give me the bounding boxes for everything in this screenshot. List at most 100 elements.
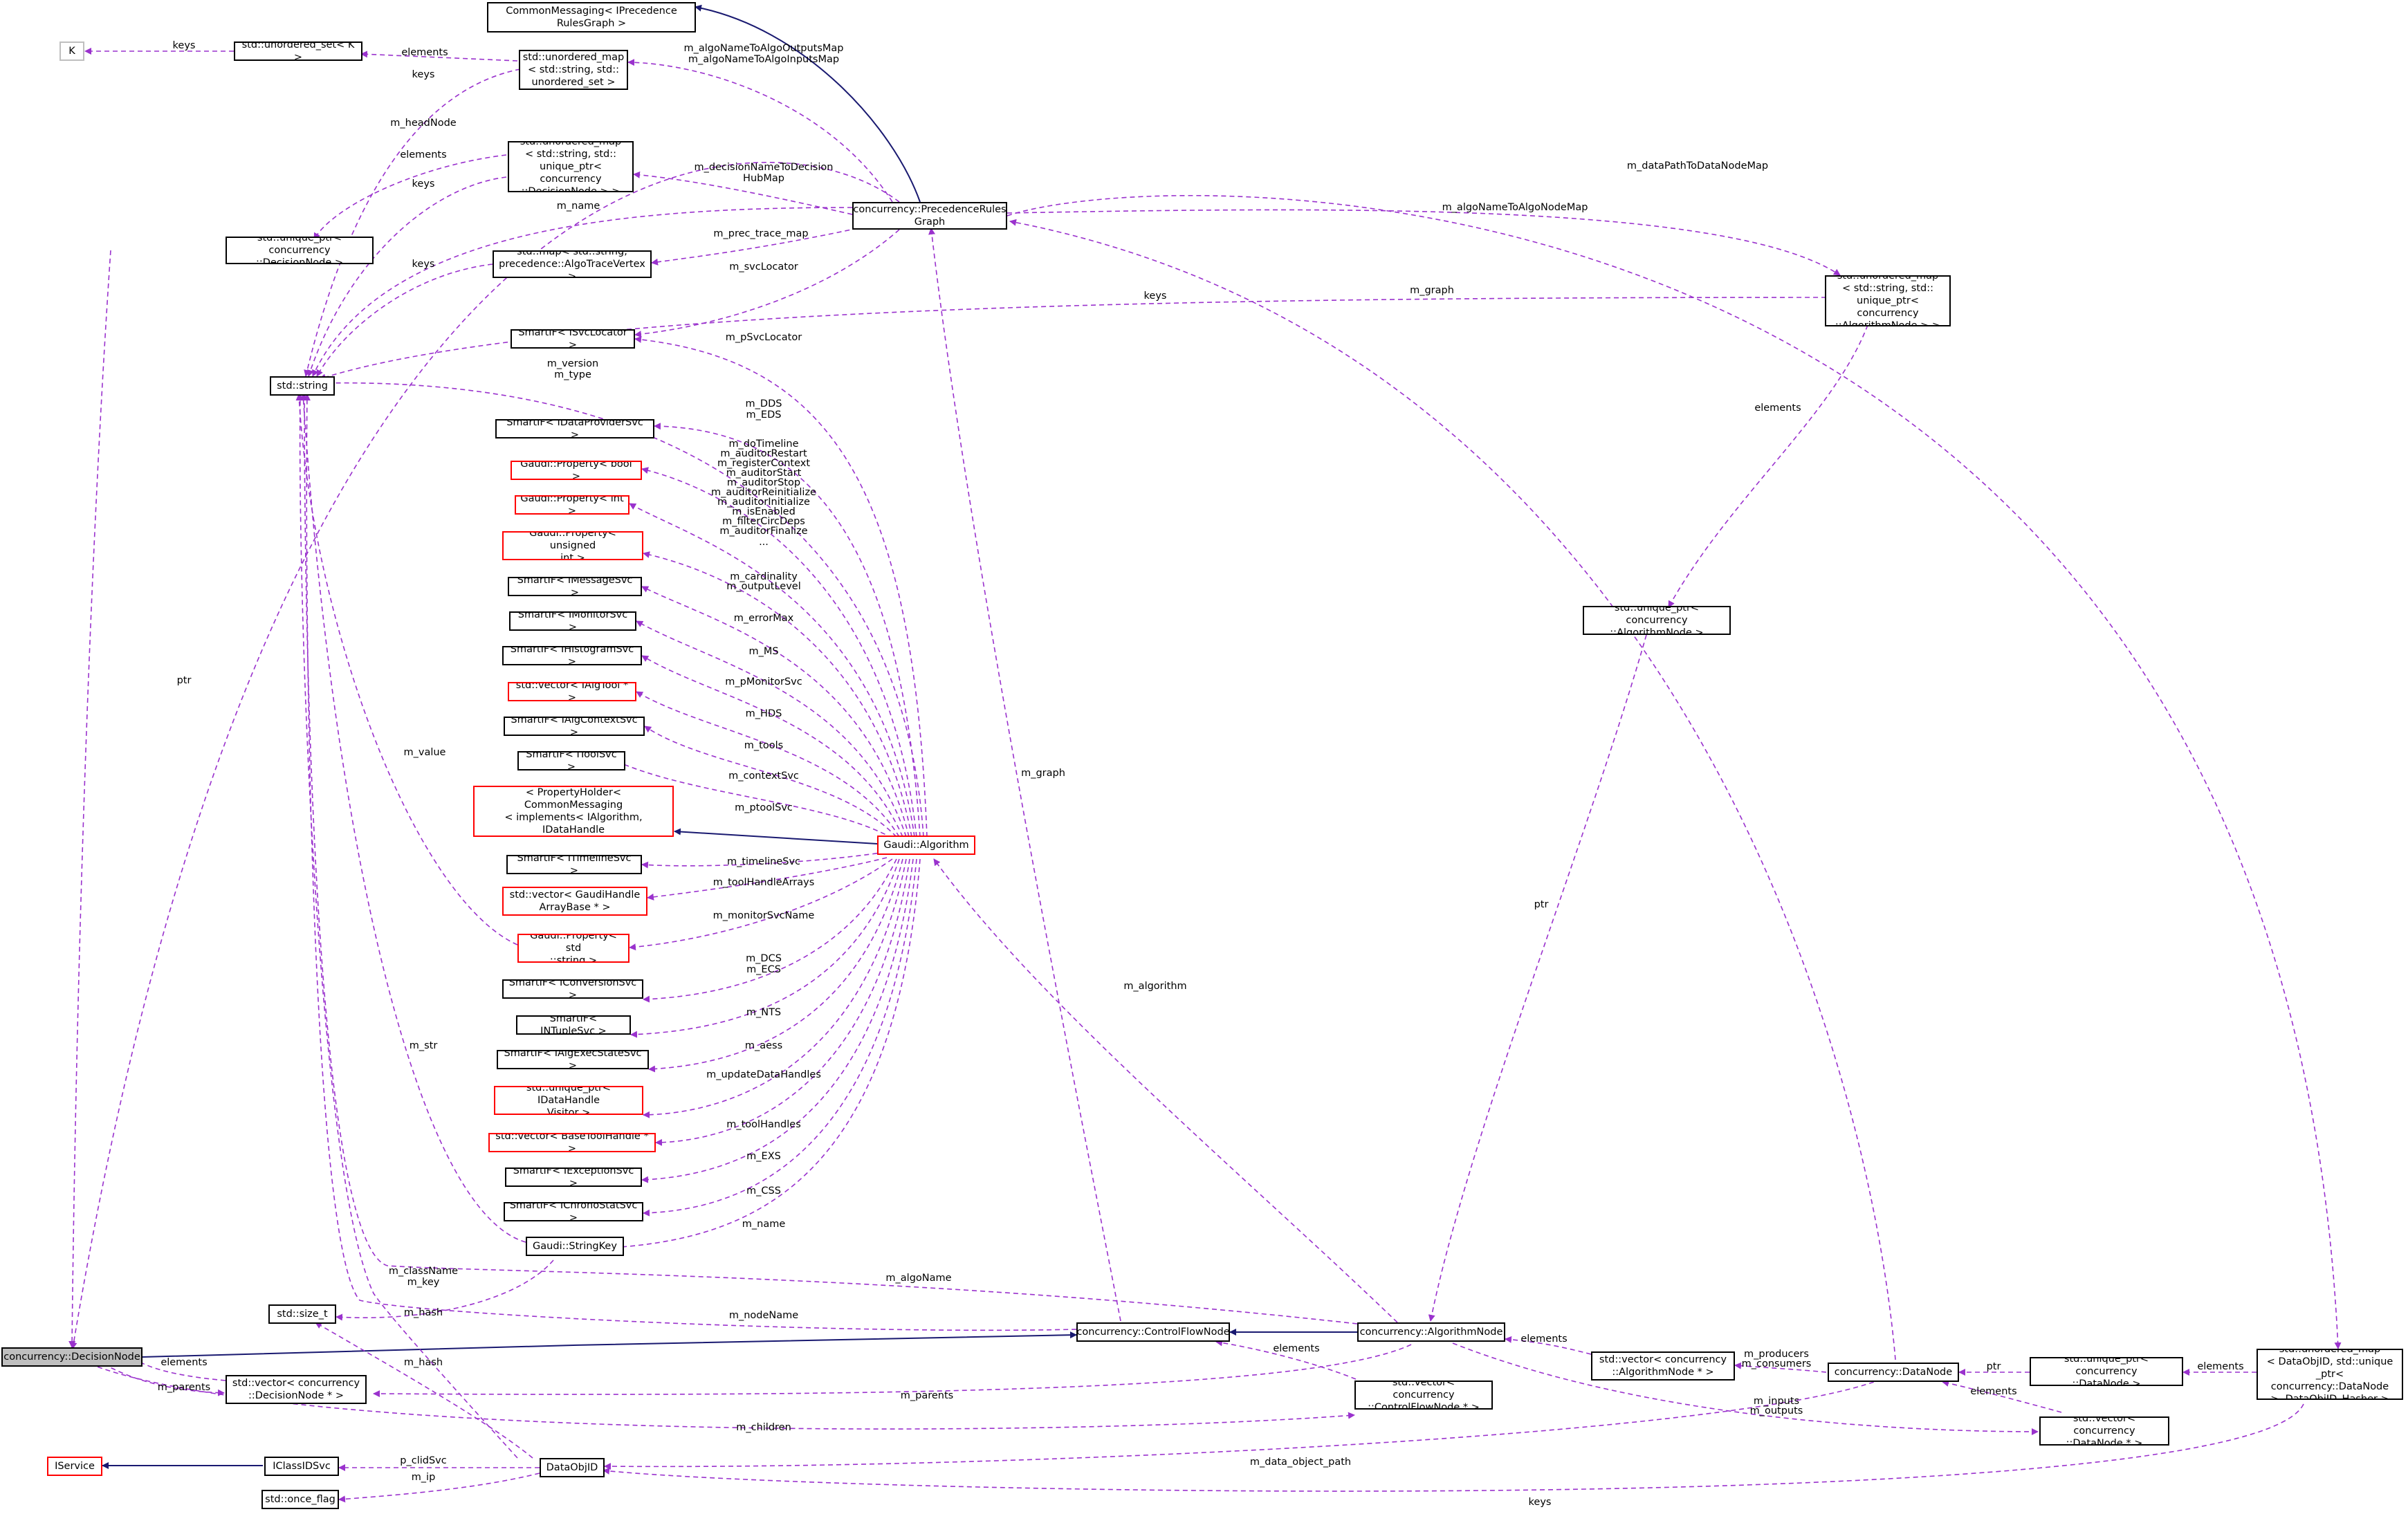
label-classname-2: m_key bbox=[407, 1277, 440, 1288]
node-property-bool[interactable]: Gaudi::Property< bool > bbox=[511, 461, 642, 480]
label-m-graph-umap: m_graph bbox=[1410, 285, 1454, 296]
edge-algorithm-dhhb bbox=[674, 828, 878, 844]
label-ptr-uptr-dn: ptr bbox=[1987, 1361, 2001, 1372]
node-histogram-svc[interactable]: SmartIF< IHistogramSvc > bbox=[502, 646, 642, 665]
label-algoname-node: m_algoNameToAlgoNodeMap bbox=[1442, 202, 1588, 213]
edge-prop_str-string bbox=[295, 394, 518, 945]
label-aess: m_aess bbox=[745, 1040, 782, 1051]
label-elements-umap-alg: elements bbox=[1754, 403, 1801, 414]
node-data-provider-svc[interactable]: SmartIF< IDataProviderSvc > bbox=[495, 419, 654, 438]
edge-prg-commonmsg bbox=[695, 4, 921, 203]
node-exception-svc[interactable]: SmartIF< IExceptionSvc > bbox=[505, 1167, 642, 1187]
edge-stringkey-string bbox=[300, 394, 526, 1243]
label-toolhandlearrays: m_toolHandleArrays bbox=[713, 877, 815, 888]
node-vector-gaudi-handle[interactable]: std::vector< GaudiHandle ArrayBase * > bbox=[502, 887, 647, 916]
node-vector-algtool[interactable]: std::vector< IAlgTool * > bbox=[508, 682, 636, 701]
edge-algorithm-timeline bbox=[641, 851, 886, 869]
node-property-uint[interactable]: Gaudi::Property< unsigned int > bbox=[502, 531, 643, 560]
edge-algorithm-conv bbox=[643, 858, 897, 1003]
node-data-node[interactable]: concurrency::DataNode bbox=[1828, 1363, 1959, 1382]
label-datapath: m_dataPathToDataNodeMap bbox=[1627, 160, 1768, 172]
node-property-string[interactable]: Gaudi::Property< std ::string > bbox=[517, 934, 629, 963]
node-unique-ptr-decision[interactable]: std::unique_ptr< concurrency ::DecisionN… bbox=[226, 237, 374, 264]
edge-algorithm-toolsvc bbox=[615, 760, 893, 839]
node-monitor-svc[interactable]: SmartIF< IMonitorSvc > bbox=[509, 611, 636, 631]
node-conversion-svc[interactable]: SmartIF< IConversionSvc > bbox=[502, 979, 643, 999]
label-keys-k: keys bbox=[173, 40, 196, 51]
edge-algorithm-stringkey bbox=[580, 858, 921, 1253]
edge-vec_dn-datanode bbox=[1942, 1380, 2062, 1413]
label-errormax: m_errorMax bbox=[734, 613, 794, 624]
node-algorithm-node[interactable]: concurrency::AlgorithmNode bbox=[1357, 1322, 1505, 1342]
label-nts: m_NTS bbox=[746, 1007, 781, 1018]
node-unordered-set[interactable]: std::unordered_set< K > bbox=[234, 41, 362, 61]
node-common-messaging[interactable]: CommonMessaging< IPrecedence RulesGraph … bbox=[487, 2, 696, 33]
edge-algorithm-excsvc bbox=[641, 858, 914, 1183]
node-vector-algorithm-node[interactable]: std::vector< concurrency ::AlgorithmNode… bbox=[1591, 1351, 1735, 1381]
node-message-svc[interactable]: SmartIF< IMessageSvc > bbox=[508, 577, 642, 596]
node-alg-exec-state-svc[interactable]: SmartIF< IAlgExecStateSvc > bbox=[497, 1050, 649, 1069]
node-vector-decision-node[interactable]: std::vector< concurrency ::DecisionNode … bbox=[226, 1375, 367, 1404]
label-keys-map-trace: keys bbox=[412, 259, 435, 270]
edge-algorithm-prop_str bbox=[629, 858, 893, 951]
node-timeline-svc[interactable]: SmartIF< ITimelineSvc > bbox=[506, 855, 642, 874]
node-k[interactable]: K bbox=[59, 41, 84, 61]
label-exs: m_EXS bbox=[746, 1151, 781, 1162]
edge-algnode-vec_decnode bbox=[373, 1344, 1412, 1398]
node-tool-svc[interactable]: SmartIF< IToolSvc > bbox=[517, 751, 625, 770]
label-dds-1: m_DDS bbox=[746, 398, 782, 409]
edge-decnode-cfn bbox=[142, 1331, 1077, 1358]
node-decision-node[interactable]: concurrency::DecisionNode bbox=[1, 1347, 143, 1367]
edge-umap_dec-uptr_dec bbox=[313, 154, 507, 240]
edge-prg-umap_uset bbox=[627, 59, 893, 203]
node-unique-ptr-data-handle-visitor[interactable]: std::unique_ptr< IDataHandle Visitor > bbox=[494, 1086, 643, 1115]
label-bool-6: m_auditorInitialize bbox=[717, 497, 810, 508]
edge-algorithm-prop_bool bbox=[641, 467, 917, 838]
edge-vec_cfn-cfn bbox=[1215, 1339, 1357, 1380]
edge-algorithm-dataprov bbox=[654, 423, 921, 838]
label-inputs-2: m_outputs bbox=[1750, 1405, 1803, 1416]
node-size-t[interactable]: std::size_t bbox=[268, 1304, 336, 1324]
label-version-2: m_type bbox=[554, 369, 591, 380]
node-unordered-map-algorithm[interactable]: std::unordered_map < std::string, std:: … bbox=[1825, 275, 1951, 326]
node-once-flag[interactable]: std::once_flag bbox=[261, 1490, 339, 1509]
edge-algorithm-vec_gha bbox=[647, 857, 888, 901]
edge-map_trace-string bbox=[316, 264, 493, 377]
node-map-trace[interactable]: std::map< std::string, precedence::AlgoT… bbox=[493, 250, 652, 278]
node-unique-ptr-algorithm[interactable]: std::unique_ptr< concurrency ::Algorithm… bbox=[1583, 606, 1731, 635]
node-vector-control-flow-node[interactable]: std::vector< concurrency ::ControlFlowNo… bbox=[1354, 1381, 1493, 1410]
label-updatedatahandles: m_updateDataHandles bbox=[706, 1069, 821, 1080]
node-data-obj-id[interactable]: DataObjID bbox=[540, 1458, 605, 1477]
node-unordered-map-decision[interactable]: std::unordered_map < std::string, std:: … bbox=[508, 141, 634, 192]
node-unordered-map-data-node[interactable]: std::unordered_map < DataObjID, std::uni… bbox=[2257, 1349, 2403, 1400]
node-ntuple-svc[interactable]: SmartIF< INTupleSvc > bbox=[516, 1015, 631, 1035]
node-iservice[interactable]: IService bbox=[47, 1457, 102, 1476]
label-m-hash-sk: m_hash bbox=[404, 1307, 443, 1318]
label-keys-umap-uset: keys bbox=[412, 69, 435, 80]
node-chrono-stat-svc[interactable]: SmartIF< IChronoStatSvc > bbox=[504, 1202, 643, 1221]
node-data-handle-holder-base[interactable]: DataHandleHolderBase < PropertyHolder< C… bbox=[473, 786, 674, 837]
node-unordered-map-set[interactable]: std::unordered_map < std::string, std:: … bbox=[519, 50, 628, 90]
label-elements-vec-algnode: elements bbox=[1520, 1333, 1567, 1345]
edge-algnode-algorithm bbox=[933, 858, 1398, 1323]
edge-vec_algnode-algnode bbox=[1505, 1336, 1592, 1355]
node-gaudi-algorithm[interactable]: Gaudi::Algorithm bbox=[877, 836, 975, 855]
edge-dataobjid-size_t bbox=[315, 1322, 533, 1459]
edge-datanode-prg bbox=[1009, 219, 1896, 1360]
node-vector-base-tool-handle[interactable]: std::vector< BaseToolHandle * > bbox=[488, 1133, 656, 1152]
node-vector-data-node[interactable]: std::vector< concurrency ::DataNode * > bbox=[2039, 1416, 2169, 1446]
node-string-key[interactable]: Gaudi::StringKey bbox=[526, 1237, 624, 1256]
node-control-flow-node[interactable]: concurrency::ControlFlowNode bbox=[1076, 1322, 1230, 1342]
label-psvclocator: m_pSvcLocator bbox=[726, 332, 802, 343]
node-precedence-rules-graph[interactable]: concurrency::PrecedenceRules Graph bbox=[852, 202, 1007, 230]
node-property-int[interactable]: Gaudi::Property< int > bbox=[515, 495, 629, 515]
label-m-name-alg: m_name bbox=[742, 1219, 786, 1230]
label-tools: m_tools bbox=[744, 740, 783, 751]
node-std-string[interactable]: std::string bbox=[270, 376, 335, 396]
label-algoio-1: m_algoNameToAlgoOutputsMap bbox=[684, 43, 844, 54]
node-unique-ptr-data-node[interactable]: std::unique_ptr< concurrency ::DataNode … bbox=[2030, 1357, 2183, 1386]
node-svc-locator[interactable]: SmartIF< ISvcLocator > bbox=[511, 329, 635, 349]
node-alg-context-svc[interactable]: SmartIF< IAlgContextSvc > bbox=[504, 717, 645, 736]
node-iclassid-svc[interactable]: IClassIDSvc bbox=[264, 1457, 339, 1476]
